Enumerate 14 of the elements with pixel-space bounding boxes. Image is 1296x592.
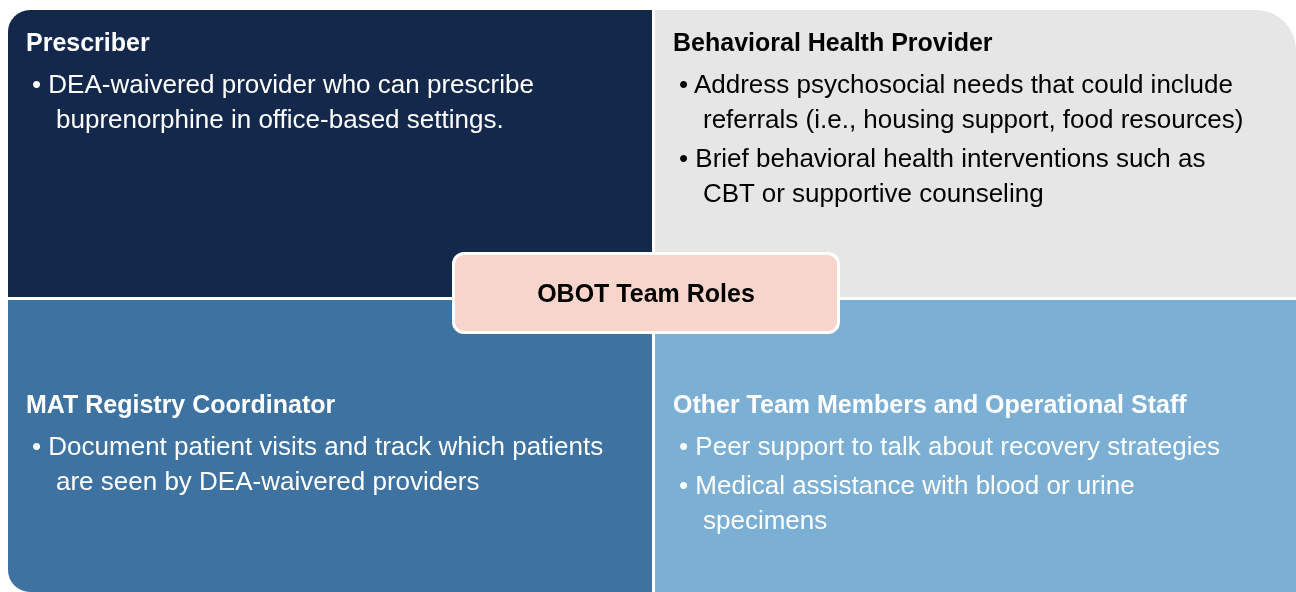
role-heading: Behavioral Health Provider (673, 28, 994, 57)
role-heading: Other Team Members and Operational Staff (673, 390, 1188, 419)
bullet-point: • Medical assistance with blood or urine specimens (678, 469, 1136, 537)
bullet-point: • Address psychosocial needs that could include referrals (i.e., housing support, food resources) (678, 68, 1245, 136)
center-label-box (452, 252, 840, 334)
role-heading: MAT Registry Coordinator (26, 390, 337, 419)
bullet-point: • Peer support to talk about recovery strategies (678, 430, 1221, 463)
role-heading: Prescriber (26, 28, 151, 57)
center-label: OBOT Team Roles (537, 278, 755, 308)
role-panel (655, 300, 1296, 592)
bullet-point: • DEA-waivered provider who can prescribe buprenorphine in office-based settings. (31, 68, 535, 136)
bullet-point: • Document patient visits and track which patients are seen by DEA-waivered providers (31, 430, 605, 498)
bullet-point: • Brief behavioral health interventions such as CBT or supportive counseling (678, 142, 1207, 210)
role-panel (8, 300, 652, 592)
